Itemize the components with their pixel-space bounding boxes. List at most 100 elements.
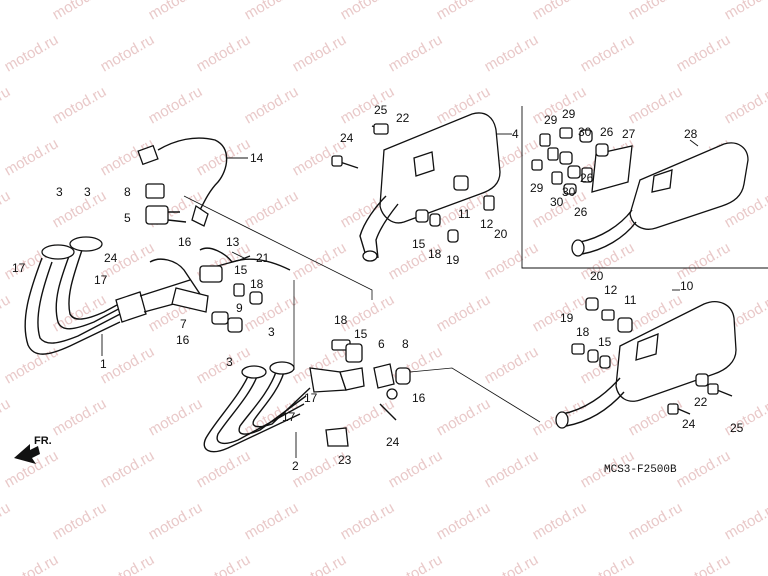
callout-16: 16: [176, 333, 190, 347]
callout-19: 19: [446, 253, 460, 267]
watermark-text: motod.ru: [194, 343, 254, 387]
watermark-text: motod.ru: [2, 31, 62, 75]
watermark-text: motod.ru: [242, 0, 302, 23]
watermark-text: motod.ru: [2, 551, 62, 576]
watermark-text: motod.ru: [482, 239, 542, 283]
watermark-text: motod.ru: [674, 239, 734, 283]
callout-17: 17: [12, 261, 26, 275]
callout-15: 15: [354, 327, 368, 341]
callout-3: 3: [56, 185, 63, 199]
muffler-4: [359, 112, 501, 262]
inset-fasteners: [531, 127, 609, 195]
callout-16: 16: [412, 391, 426, 405]
watermark-text: motod.ru: [194, 31, 254, 75]
callout-17: 17: [304, 391, 318, 405]
watermark-text: motod.ru: [98, 551, 158, 576]
callout-29: 29: [562, 107, 576, 121]
watermark-text: motod.ru: [434, 395, 494, 439]
watermark-text: motod.ru: [242, 187, 302, 231]
callout-24: 24: [682, 417, 696, 431]
callout-26: 26: [600, 125, 614, 139]
inset-frame: [521, 106, 768, 269]
watermark-text: motod.ru: [146, 499, 206, 543]
watermark-text: motod.ru: [386, 447, 446, 491]
watermark-text: motod.ru: [98, 31, 158, 75]
leader-lines: [101, 133, 699, 458]
watermark-text: motod.ru: [626, 0, 686, 23]
watermark-text: motod.ru: [50, 83, 110, 127]
watermark-text: motod.ru: [722, 83, 768, 127]
watermark-text: motod.ru: [434, 291, 494, 335]
watermark-text: motod.ru: [530, 499, 590, 543]
watermark-text: motod.ru: [530, 83, 590, 127]
callout-3: 3: [84, 185, 91, 199]
muffler-4-fasteners: [331, 123, 459, 243]
watermark-text: motod.ru: [146, 395, 206, 439]
watermark-text: motod.ru: [674, 447, 734, 491]
watermark-text: motod.ru: [578, 551, 638, 576]
callout-26: 26: [574, 205, 588, 219]
watermark-text: motod.ru: [242, 499, 302, 543]
callout-17: 17: [282, 410, 296, 424]
callout-15: 15: [598, 335, 612, 349]
callout-18: 18: [428, 247, 442, 261]
callout-24: 24: [340, 131, 354, 145]
watermark-text: motod.ru: [674, 31, 734, 75]
callout-14: 14: [250, 151, 264, 165]
callout-24: 24: [104, 251, 118, 265]
watermark-text: motod.ru: [338, 0, 398, 23]
watermark-text: motod.ru: [0, 0, 13, 23]
watermark-text: motod.ru: [50, 499, 110, 543]
collector-assembly: [149, 247, 291, 333]
callout-29: 29: [544, 113, 558, 127]
watermark-text: motod.ru: [50, 395, 110, 439]
callout-20: 20: [590, 269, 604, 283]
callout-6: 6: [378, 337, 385, 351]
watermark-text: motod.ru: [482, 447, 542, 491]
watermark-text: motod.ru: [0, 187, 13, 231]
callout-18: 18: [250, 277, 264, 291]
callout-21: 21: [256, 251, 270, 265]
watermark-text: motod.ru: [674, 551, 734, 576]
callout-15: 15: [234, 263, 248, 277]
watermark-text: motod.ru: [626, 499, 686, 543]
callout-15: 15: [412, 237, 426, 251]
watermark-text: motod.ru: [578, 31, 638, 75]
watermark-text: motod.ru: [194, 447, 254, 491]
clamp-parts: [331, 339, 411, 421]
callout-25: 25: [730, 421, 744, 435]
watermark-text: motod.ru: [98, 447, 158, 491]
callout-16: 16: [178, 235, 192, 249]
muffler-28: [571, 142, 749, 257]
front-label: FR.: [34, 435, 52, 447]
watermark-text: motod.ru: [194, 551, 254, 576]
callout-17: 17: [94, 273, 108, 287]
callout-12: 12: [604, 283, 618, 297]
watermark-text: motod.ru: [0, 395, 13, 439]
diagram-code: MCS3-F2500B: [604, 464, 677, 476]
callout-9: 9: [236, 301, 243, 315]
callout-29: 29: [530, 181, 544, 195]
muffler-10: [555, 301, 737, 429]
callout-5: 5: [124, 211, 131, 225]
watermark-text: motod.ru: [290, 551, 350, 576]
watermark-text: motod.ru: [50, 0, 110, 23]
watermark-text: motod.ru: [530, 0, 590, 23]
watermark-text: motod.ru: [0, 499, 13, 543]
oxygen-sensor-assembly: [137, 137, 228, 227]
callout-28: 28: [684, 127, 698, 141]
callout-18: 18: [576, 325, 590, 339]
watermark-text: motod.ru: [290, 31, 350, 75]
watermark-text: motod.ru: [434, 499, 494, 543]
callout-30: 30: [562, 185, 576, 199]
callout-4: 4: [512, 127, 519, 141]
callout-22: 22: [396, 111, 410, 125]
callout-11: 11: [458, 207, 471, 221]
exhaust-pipe-1: [24, 236, 197, 355]
callout-8: 8: [124, 185, 131, 199]
watermark-text: motod.ru: [434, 0, 494, 23]
callout-12: 12: [480, 217, 494, 231]
callout-3: 3: [226, 355, 233, 369]
watermark-text: motod.ru: [146, 83, 206, 127]
